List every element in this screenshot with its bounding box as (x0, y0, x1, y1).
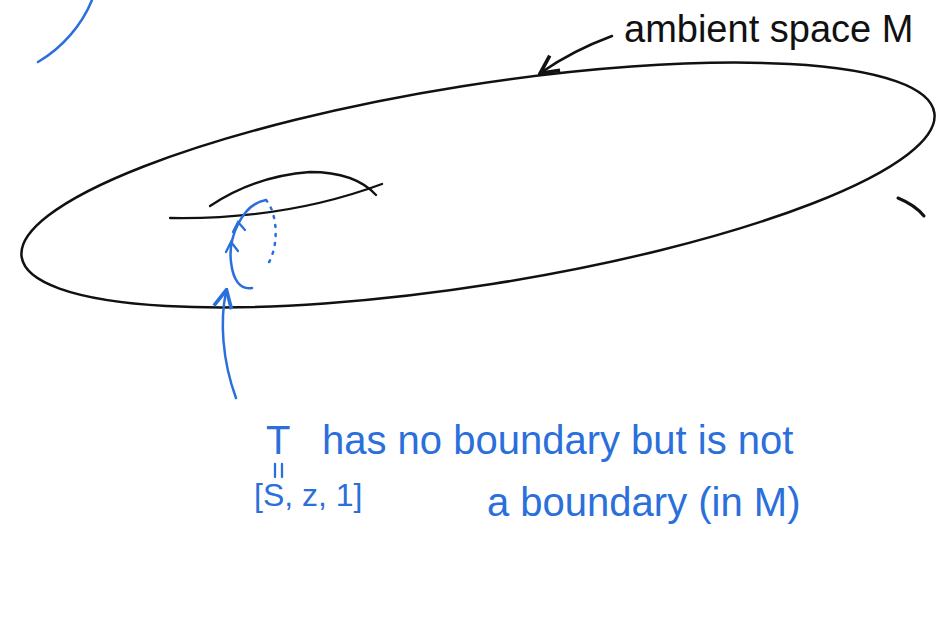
torus-shading (898, 198, 924, 216)
space-label: ambient space M (624, 8, 913, 51)
annotation-note: has no boundary but is not a boundary (i… (322, 409, 802, 533)
cycle-name: T (266, 409, 290, 471)
equals-sign (281, 464, 283, 477)
pointer-arrow (223, 292, 236, 398)
torus-hole-upper (210, 172, 376, 206)
cycle-loop (231, 200, 266, 288)
orientation-arrow (226, 242, 238, 252)
class-notation: [S, z, 1] (254, 476, 362, 514)
bracket-fragment (38, 0, 92, 62)
pointer-arrow (542, 36, 612, 72)
cycle-loop-hidden (266, 200, 276, 264)
orientation-arrow (233, 222, 245, 232)
torus-hole-lower (170, 184, 382, 218)
torus-outline (6, 14, 946, 356)
equals-sign (274, 464, 276, 477)
